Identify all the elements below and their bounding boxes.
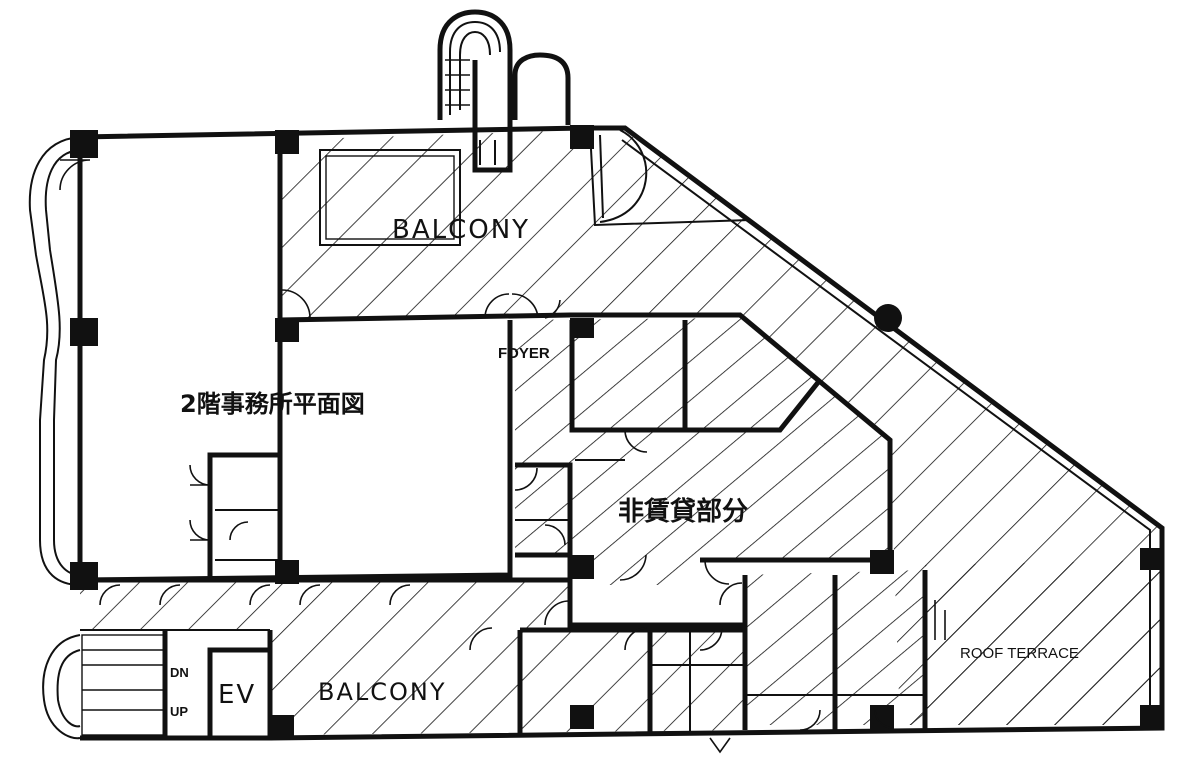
- balcony-bottom-area: [80, 580, 745, 735]
- doors: [59, 159, 946, 754]
- common-area-hatch: [515, 318, 890, 585]
- balcony-bottom-label: BALCONY: [318, 678, 447, 706]
- elevator-label: EV: [218, 680, 256, 710]
- common-area-label: 非賃貸部分: [618, 496, 748, 527]
- bottom-stair: [81, 634, 166, 736]
- interior-walls: [79, 60, 1151, 741]
- stair-up-label: UP: [170, 704, 188, 719]
- balcony-top-area: [280, 130, 700, 320]
- stair-down-label: DN: [170, 665, 189, 680]
- roof-terrace-hatch: [925, 560, 1160, 725]
- top-stair-tower: [437, 9, 571, 165]
- roof-terrace-label: ROOF TERRACE: [960, 645, 1079, 662]
- foyer-label: FOYER: [498, 345, 550, 362]
- balcony-top-label: BALCONY: [392, 215, 530, 245]
- title-label: 2階事務所平面図: [180, 390, 365, 418]
- structural-columns: [70, 125, 1164, 739]
